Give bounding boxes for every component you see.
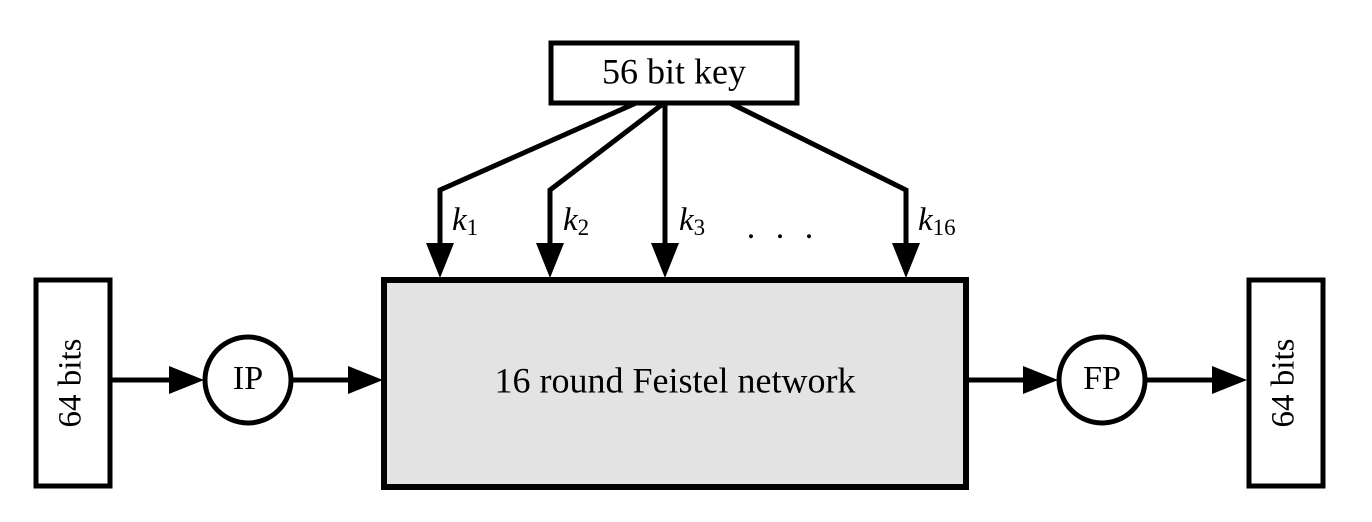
key-block-node: 56 bit key <box>548 40 800 106</box>
round-key-1-label-group: k1 <box>452 202 478 241</box>
fp-to-output-connector <box>1145 366 1247 394</box>
ip-to-feistel-connector <box>291 366 383 394</box>
round-key-1-connector <box>426 100 638 278</box>
round-key-2-label: k2 <box>563 202 589 241</box>
round-key-3-label: k3 <box>679 202 705 241</box>
initial-permutation-node: IP <box>202 334 294 426</box>
round-key-2-connector <box>536 101 666 278</box>
output-block-label: 64 bits <box>1266 339 1302 428</box>
feistel-to-fp-arrowhead <box>1023 366 1058 394</box>
round-key-16-line <box>728 100 909 258</box>
feistel-to-fp-connector <box>966 366 1058 394</box>
input-block-node: 64 bits <box>33 277 113 489</box>
round-key-16-label: k16 <box>918 202 956 241</box>
input-to-ip-connector <box>110 366 204 394</box>
initial-permutation-label: IP <box>233 360 263 397</box>
final-permutation-label: FP <box>1083 360 1121 397</box>
feistel-network-label: 16 round Feistel network <box>495 360 856 400</box>
key-block-rect <box>548 40 800 106</box>
round-key-16-label-group: k16 <box>918 202 956 241</box>
round-key-1-line <box>437 100 638 258</box>
final-permutation-node: FP <box>1056 334 1148 426</box>
round-key-2-line <box>547 101 666 258</box>
round-key-2-label-group: k2 <box>563 202 589 241</box>
round-key-1-arrowhead <box>426 243 454 278</box>
ip-to-feistel-arrowhead <box>348 366 383 394</box>
round-key-2-arrowhead <box>536 243 564 278</box>
round-key-16-arrowhead <box>892 243 920 278</box>
round-keys-ellipsis: . . . <box>747 209 820 246</box>
output-block-node: 64 bits <box>1246 277 1326 489</box>
fp-to-output-arrowhead <box>1212 366 1247 394</box>
round-key-16-connector <box>728 100 920 278</box>
output-block-rect <box>1246 277 1326 489</box>
input-block-rect <box>33 277 113 489</box>
round-key-3-arrowhead <box>651 243 679 278</box>
round-key-3-connector <box>651 103 679 278</box>
input-block-label: 64 bits <box>53 339 89 428</box>
input-to-ip-arrowhead <box>169 366 204 394</box>
feistel-network-rect <box>381 277 969 490</box>
feistel-network-node: 16 round Feistel network <box>381 277 969 490</box>
round-key-1-label: k1 <box>452 202 478 241</box>
round-key-3-label-group: k3 <box>679 202 705 241</box>
key-block-label: 56 bit key <box>602 51 746 91</box>
